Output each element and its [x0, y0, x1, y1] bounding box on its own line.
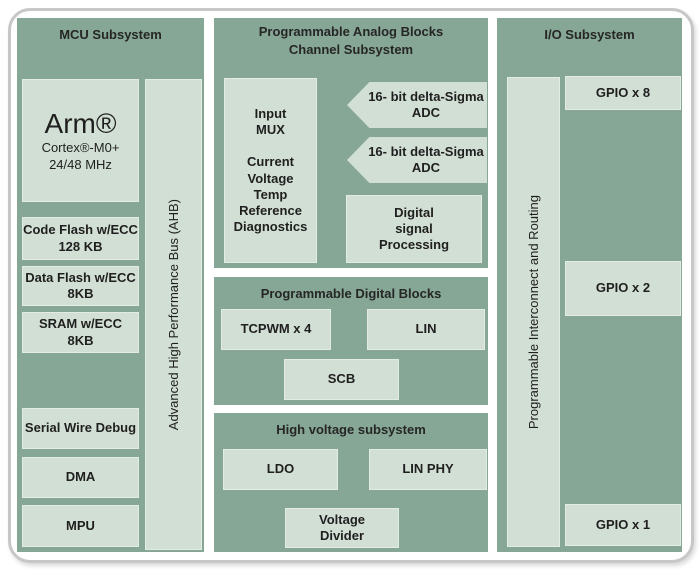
code-flash-block: Code Flash w/ECC 128 KB — [22, 217, 139, 260]
io-subsystem-panel: I/O Subsystem Programmable Interconnect … — [497, 18, 682, 552]
analog-channel-subsystem-panel: Programmable Analog Blocks Channel Subsy… — [214, 18, 488, 268]
mcu-subsystem-title: MCU Subsystem — [59, 27, 162, 42]
ahb-bus-bar: Advanced High Performance Bus (AHB) — [145, 79, 202, 550]
arm-clock-label: 24/48 MHz — [49, 156, 112, 172]
arm-brand-label: Arm® — [44, 107, 117, 139]
delta-sigma-adc2-arrow-block: 16- bit delta-Sigma ADC — [347, 137, 487, 183]
digital-blocks-panel: Programmable Digital Blocks TCPWM x 4 LI… — [214, 277, 488, 405]
mpu-block: MPU — [22, 505, 139, 547]
mcu-subsystem-panel: MCU Subsystem Arm® Cortex®-M0+ 24/48 MHz… — [17, 18, 204, 552]
gpio-x1-block: GPIO x 1 — [565, 504, 681, 546]
ldo-block: LDO — [223, 449, 338, 490]
gpio-x8-block: GPIO x 8 — [565, 76, 681, 110]
digital-blocks-title: Programmable Digital Blocks — [260, 286, 442, 301]
data-flash-block: Data Flash w/ECC 8KB — [22, 266, 139, 306]
high-voltage-subsystem-panel: High voltage subsystem LDO LIN PHY Volta… — [214, 413, 488, 552]
scb-block: SCB — [284, 359, 399, 400]
interconnect-routing-label: Programmable Interconnect and Routing — [526, 194, 541, 430]
voltage-divider-block: Voltage Divider — [285, 508, 399, 548]
ahb-bus-label: Advanced High Performance Bus (AHB) — [166, 198, 181, 431]
soc-block-diagram-card: MCU Subsystem Arm® Cortex®-M0+ 24/48 MHz… — [8, 8, 694, 563]
delta-sigma-adc1-arrow-block: 16- bit delta-Sigma ADC — [347, 82, 487, 128]
tcpwm-block: TCPWM x 4 — [221, 309, 331, 350]
serial-wire-debug-block: Serial Wire Debug — [22, 408, 139, 449]
arm-cortex-m0-block: Arm® Cortex®-M0+ 24/48 MHz — [22, 79, 139, 202]
gpio-x2-block: GPIO x 2 — [565, 261, 681, 316]
lin-block: LIN — [367, 309, 485, 350]
dma-block: DMA — [22, 457, 139, 498]
lin-phy-block: LIN PHY — [369, 449, 487, 490]
sram-block: SRAM w/ECC 8KB — [22, 312, 139, 353]
programmable-interconnect-routing-bar: Programmable Interconnect and Routing — [507, 77, 560, 547]
digital-signal-processing-block: Digital signal Processing — [346, 195, 482, 263]
input-mux-block: Input MUX Current Voltage Temp Reference… — [224, 78, 317, 263]
arm-core-label: Cortex®-M0+ — [41, 139, 120, 155]
high-voltage-title: High voltage subsystem — [276, 422, 426, 437]
analog-subsystem-title: Programmable Analog Blocks Channel Subsy… — [258, 24, 444, 57]
io-subsystem-title: I/O Subsystem — [544, 27, 635, 42]
